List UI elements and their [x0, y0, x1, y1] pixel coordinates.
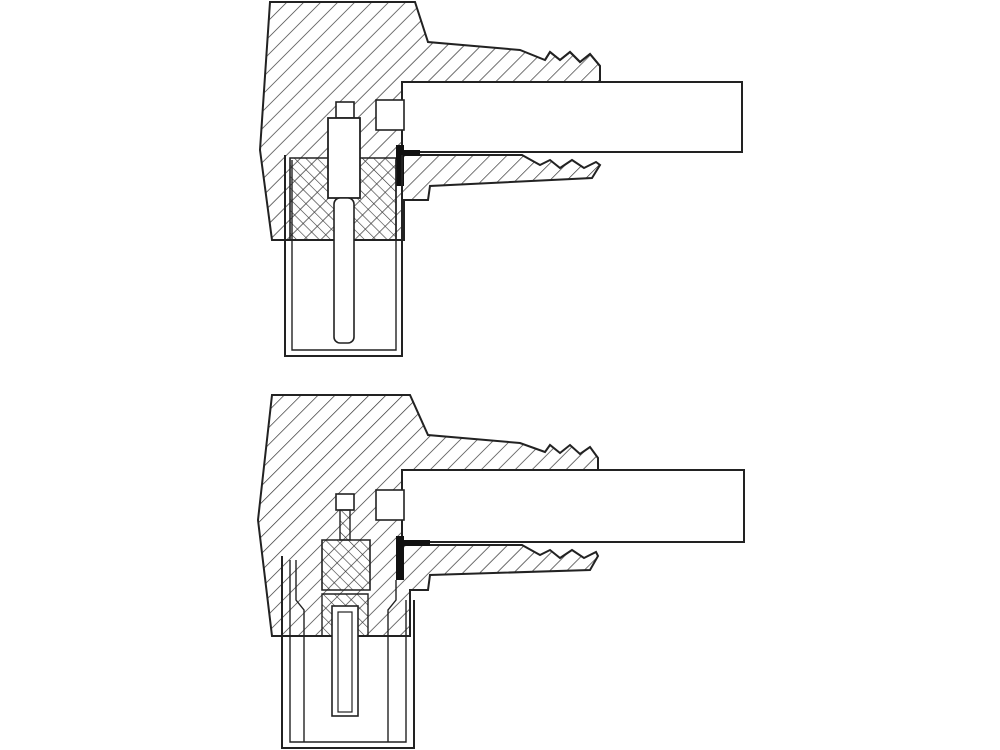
lower-plug-sleeve-inner	[289, 560, 407, 743]
upper-plug-sleeve-inner	[291, 160, 397, 351]
lower-connector-view	[256, 394, 745, 749]
lower-spring-contact-right	[387, 580, 397, 742]
lower-cable-step	[375, 489, 405, 521]
upper-contact-head	[335, 101, 355, 119]
upper-connector-view	[258, 1, 743, 357]
upper-plug-sleeve	[284, 155, 403, 357]
lower-insulator-block	[321, 539, 371, 591]
upper-contact-shaft	[333, 197, 355, 344]
upper-cable-step	[375, 99, 405, 131]
upper-thread-profile	[544, 50, 601, 67]
lower-spring-contact	[295, 560, 305, 742]
upper-contact-pin	[327, 117, 361, 199]
lower-contact-neck	[339, 509, 351, 541]
lower-contact-head	[335, 493, 355, 511]
lower-plug-sleeve	[281, 556, 415, 749]
lower-cable-jacket	[401, 469, 745, 543]
lower-socket-tube-inner	[337, 611, 353, 713]
upper-cable-jacket	[401, 81, 743, 153]
lower-solder-contact	[396, 536, 430, 580]
lower-socket-tube	[331, 605, 359, 717]
